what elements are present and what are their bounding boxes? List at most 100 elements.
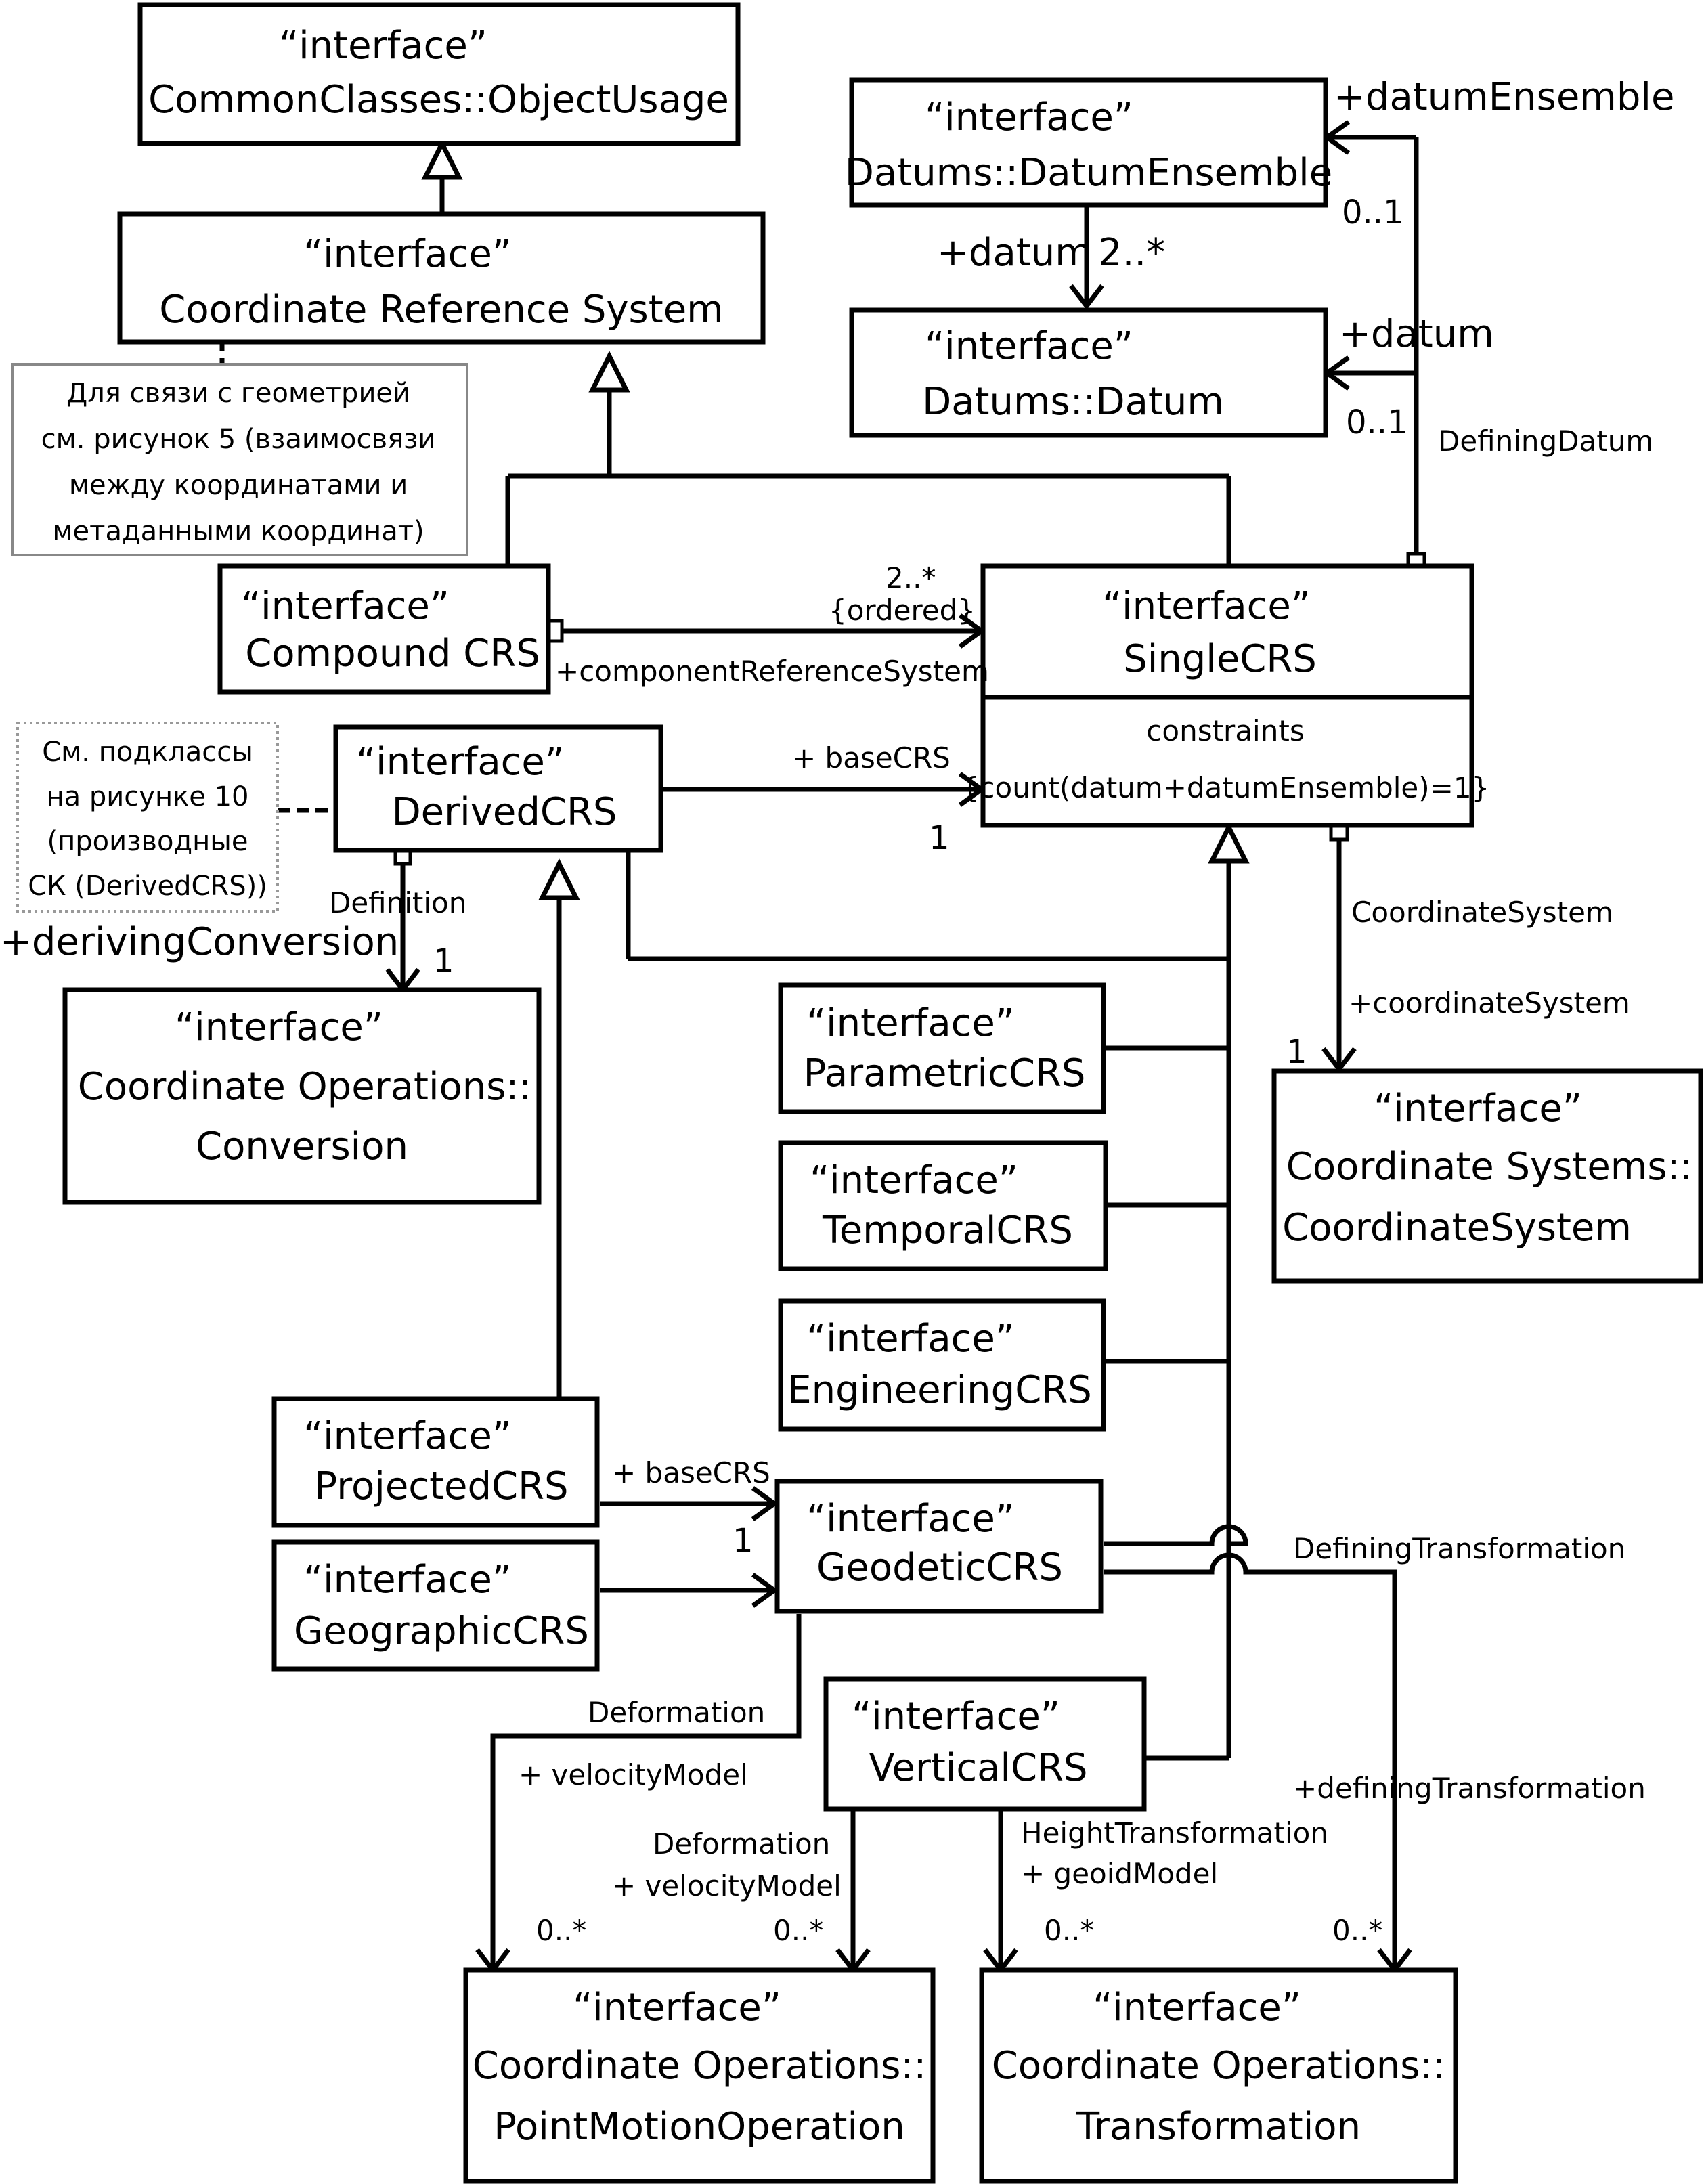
role-deriving-conversion: +derivingConversion <box>0 920 399 964</box>
multiplicity-deriving-conversion: 1 <box>433 942 454 980</box>
class-name-line1: Coordinate Operations:: <box>992 2044 1445 2088</box>
stereotype-label: “interface” <box>175 1005 383 1049</box>
class-transformation[interactable]: “interface” Coordinate Operations:: Tran… <box>979 1967 1458 2184</box>
class-name: Datums::DatumEnsemble <box>845 151 1332 195</box>
note-line: между координатами и <box>69 470 408 501</box>
class-name: Compound CRS <box>245 632 540 676</box>
association-deformation-vertical: Deformation <box>653 1827 830 1860</box>
stereotype-label: “interface” <box>806 1001 1015 1045</box>
stereotype-label: “interface” <box>303 1558 512 1602</box>
generalization-arrowhead <box>1208 822 1250 864</box>
crs-generalization <box>421 138 463 214</box>
geographic-association <box>600 1573 779 1608</box>
multiplicity-datum-ensemble: 0..1 <box>1342 194 1404 232</box>
stereotype-label: “interface” <box>279 24 487 68</box>
class-projected-crs[interactable]: “interface” ProjectedCRS <box>271 1396 600 1528</box>
constraint-ordered: {ordered} <box>829 594 976 627</box>
multiplicity-transformation-vertical: 0..* <box>1044 1914 1094 1947</box>
class-name: VerticalCRS <box>869 1746 1087 1790</box>
class-geographic-crs[interactable]: “interface” GeographicCRS <box>271 1539 600 1672</box>
role-datum: +datum <box>937 231 1092 275</box>
class-point-motion-operation[interactable]: “interface” Coordinate Operations:: Poin… <box>463 1967 936 2184</box>
multiplicity-component: 2..* <box>886 561 936 594</box>
class-name: Datums::Datum <box>922 380 1224 424</box>
multiplicity-base-crs: 1 <box>929 819 950 857</box>
class-engineering-crs[interactable]: “interface” EngineeringCRS <box>778 1298 1106 1432</box>
class-compound-crs[interactable]: “interface” Compound CRS <box>217 563 551 695</box>
stereotype-label: “interface” <box>241 584 450 628</box>
note-line: СК (DerivedCRS)) <box>28 871 267 902</box>
datum-ensemble-association <box>1069 205 1104 310</box>
multiplicity-datum-ensemble-members: 2..* <box>1098 231 1165 275</box>
class-name: ProjectedCRS <box>314 1464 568 1508</box>
stereotype-label: “interface” <box>925 324 1133 368</box>
stereotype-label: “interface” <box>806 1497 1015 1541</box>
association-coordinate-system: CoordinateSystem <box>1351 896 1613 929</box>
note-line: Для связи с геометрией <box>66 378 410 409</box>
note-line: (производные <box>47 826 248 857</box>
role-datum-single: +datum <box>1339 312 1494 356</box>
class-parametric-crs[interactable]: “interface” ParametricCRS <box>778 982 1106 1114</box>
multiplicity-coordinate-system: 1 <box>1286 1033 1307 1071</box>
aggregation-square <box>1329 824 1349 842</box>
stereotype-label: “interface” <box>806 1317 1015 1361</box>
role-velocity-model-vertical: + velocityModel <box>612 1869 842 1902</box>
component-reference-association <box>546 613 986 649</box>
projected-generalization <box>538 858 580 1399</box>
note-derived-subclasses: См. подклассы на рисунке 10 (производные… <box>16 722 279 913</box>
note-line: см. рисунок 5 (взаимосвязи <box>41 424 436 455</box>
class-datum-ensemble[interactable]: “interface” Datums::DatumEnsemble <box>845 77 1332 208</box>
class-derived-crs[interactable]: “interface” DerivedCRS <box>333 724 663 853</box>
class-name: EngineeringCRS <box>787 1368 1092 1412</box>
role-projected-base-crs: + baseCRS <box>612 1456 770 1489</box>
class-name: CommonClasses::ObjectUsage <box>148 78 729 122</box>
vertical-deformation-association <box>835 1809 871 1974</box>
stereotype-label: “interface” <box>573 1986 781 2030</box>
note-line: на рисунке 10 <box>47 781 249 812</box>
multiplicity-transformation-geodetic: 0..* <box>1332 1914 1382 1947</box>
class-temporal-crs[interactable]: “interface” TemporalCRS <box>778 1140 1108 1271</box>
class-name-line2: PointMotionOperation <box>494 2105 905 2149</box>
class-coordinate-reference-system[interactable]: “interface” Coordinate Reference System <box>117 211 766 345</box>
class-name-line2: Conversion <box>196 1124 408 1169</box>
class-name: DerivedCRS <box>392 790 617 834</box>
class-single-crs[interactable]: “interface” SingleCRS constraints {count… <box>961 563 1490 828</box>
generalization-arrowhead <box>588 351 630 393</box>
note-geometry-link: Для связи с геометрией см. рисунок 5 (вз… <box>11 363 468 556</box>
role-component-reference-system: +componentReferenceSystem <box>555 655 989 688</box>
stereotype-label: “interface” <box>852 1695 1060 1739</box>
class-name: Coordinate Reference System <box>159 288 723 332</box>
class-name-line1: Coordinate Systems:: <box>1286 1145 1693 1189</box>
role-defining-transformation: +definingTransformation <box>1293 1772 1646 1805</box>
class-coordinate-system[interactable]: “interface” Coordinate Systems:: Coordin… <box>1271 1068 1703 1284</box>
role-velocity-model-geodetic: + velocityModel <box>519 1758 748 1791</box>
stereotype-label: “interface” <box>303 232 512 276</box>
role-base-crs: + baseCRS <box>792 741 951 774</box>
multiplicity-datum-single: 0..1 <box>1346 403 1408 441</box>
note-line: метаданными координат) <box>52 516 424 547</box>
class-name: ParametricCRS <box>804 1051 1086 1095</box>
role-coordinate-system: +coordinateSystem <box>1349 986 1630 1020</box>
role-geoid-model: + geoidModel <box>1021 1857 1218 1890</box>
crs-subclass-tree <box>505 351 1231 566</box>
class-name-line1: Coordinate Operations:: <box>473 2044 926 2088</box>
association-height-transformation: HeightTransformation <box>1021 1816 1328 1850</box>
class-geodetic-crs[interactable]: “interface” GeodeticCRS <box>774 1479 1104 1614</box>
class-name-line2: CoordinateSystem <box>1282 1206 1632 1250</box>
class-name: GeographicCRS <box>294 1609 589 1653</box>
generalization-arrowhead <box>538 858 580 900</box>
class-vertical-crs[interactable]: “interface” VerticalCRS <box>823 1676 1147 1812</box>
projected-base-crs-association <box>600 1486 779 1521</box>
class-conversion[interactable]: “interface” Coordinate Operations:: Conv… <box>62 987 542 1205</box>
class-name: TemporalCRS <box>822 1208 1073 1252</box>
derived-base-crs-association <box>661 772 986 807</box>
constraints-title: constraints <box>1146 714 1304 747</box>
class-name: SingleCRS <box>1123 637 1317 681</box>
stereotype-label: “interface” <box>303 1414 512 1458</box>
association-definition: Definition <box>329 886 466 919</box>
class-object-usage[interactable]: “interface” CommonClasses::ObjectUsage <box>137 2 741 146</box>
height-transformation-association <box>983 1809 1018 1974</box>
class-datum[interactable]: “interface” Datums::Datum <box>849 307 1328 438</box>
association-defining-transformation: DefiningTransformation <box>1293 1532 1625 1565</box>
